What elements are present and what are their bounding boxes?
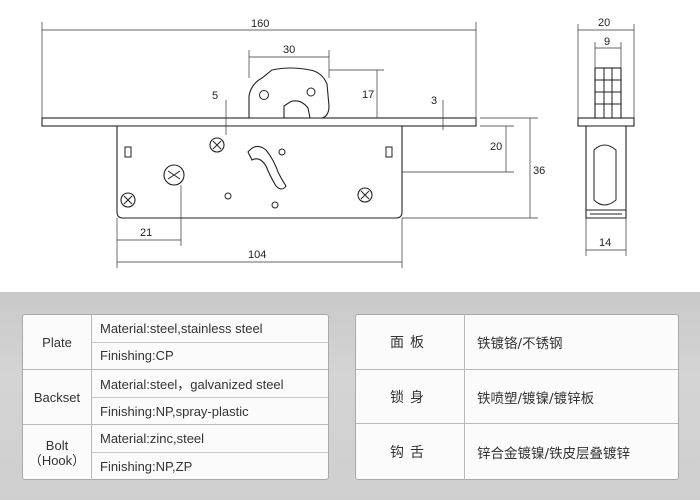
spec-row-cn: 锁身 铁喷塑/镀镍/镀锌板 [356, 369, 678, 424]
lock-case [116, 125, 403, 219]
dimensions-side: 20 9 14 [577, 17, 635, 256]
dim-21: 21 [140, 227, 152, 239]
spec-value-cn: 锌合金镀镍/铁皮层叠镀锌 [477, 446, 631, 462]
dimensions-front: 160 30 5 17 3 20 36 21 104 [41, 18, 545, 268]
dim-104: 104 [248, 249, 266, 261]
spec-value: Material:steel,stainless steel [100, 320, 263, 336]
screw-bottom-left [120, 192, 136, 208]
spec-value: Material:steel，galvanized steel [100, 377, 284, 392]
front-view [41, 67, 477, 219]
spec-category-cn: 钩舌 [356, 424, 465, 480]
screw-bottom-right [357, 187, 373, 203]
dim-side-14: 14 [599, 237, 611, 249]
dim-20: 20 [490, 141, 502, 153]
spec-table-english: Plate Material:steel,stainless steel Fin… [22, 314, 329, 480]
cam-slot [247, 145, 287, 190]
dim-5: 5 [212, 90, 218, 102]
spec-category-cn: 面板 [356, 315, 465, 369]
spec-table-chinese: 面板 铁镀铬/不锈钢 锁身 铁喷塑/镀镍/镀锌板 钩舌 锌合金镀镍/铁皮层叠镀锌 [355, 314, 679, 480]
dim-36: 36 [533, 165, 545, 177]
lock-technical-drawing: 160 30 5 17 3 20 36 21 104 [41, 17, 635, 268]
screw-top [209, 137, 225, 153]
spec-value: Finishing:CP [92, 341, 328, 370]
spec-row-bolt: Bolt （Hook） Material:zinc,steel Finishin… [23, 424, 328, 480]
spec-row-cn: 钩舌 锌合金镀镍/铁皮层叠镀锌 [356, 423, 678, 480]
faceplate [41, 117, 477, 127]
spec-value: Material:zinc,steel [100, 431, 205, 446]
screw-left [163, 164, 185, 186]
spec-category-sub: （Hook） [28, 452, 86, 468]
spec-category: Bolt （Hook） [23, 425, 92, 480]
hook-bolt [248, 67, 330, 119]
spec-value-cn: 铁喷塑/镀镍/镀锌板 [477, 391, 595, 407]
dim-17: 17 [362, 89, 374, 101]
spec-row-plate: Plate Material:steel,stainless steel Fin… [23, 315, 328, 369]
spec-category: Backset [23, 370, 92, 425]
dim-3: 3 [431, 95, 437, 107]
spec-category-main: Bolt [45, 437, 69, 453]
dim-160: 160 [251, 18, 269, 30]
spec-category: Plate [23, 315, 92, 369]
side-view [577, 67, 635, 219]
dim-side-20: 20 [598, 17, 610, 29]
spec-value: Finishing:NP,ZP [92, 452, 328, 480]
dim-side-9: 9 [604, 36, 610, 48]
spec-area: Plate Material:steel,stainless steel Fin… [0, 292, 700, 500]
spec-row-backset: Backset Material:steel，galvanized steel … [23, 369, 328, 425]
spec-value-cn: 铁镀铬/不锈钢 [477, 336, 563, 352]
spec-row-cn: 面板 铁镀铬/不锈钢 [356, 315, 678, 369]
dim-30: 30 [283, 44, 295, 56]
spec-value: Finishing:NP,spray-plastic [92, 397, 328, 425]
spec-category-cn: 锁身 [356, 370, 465, 424]
